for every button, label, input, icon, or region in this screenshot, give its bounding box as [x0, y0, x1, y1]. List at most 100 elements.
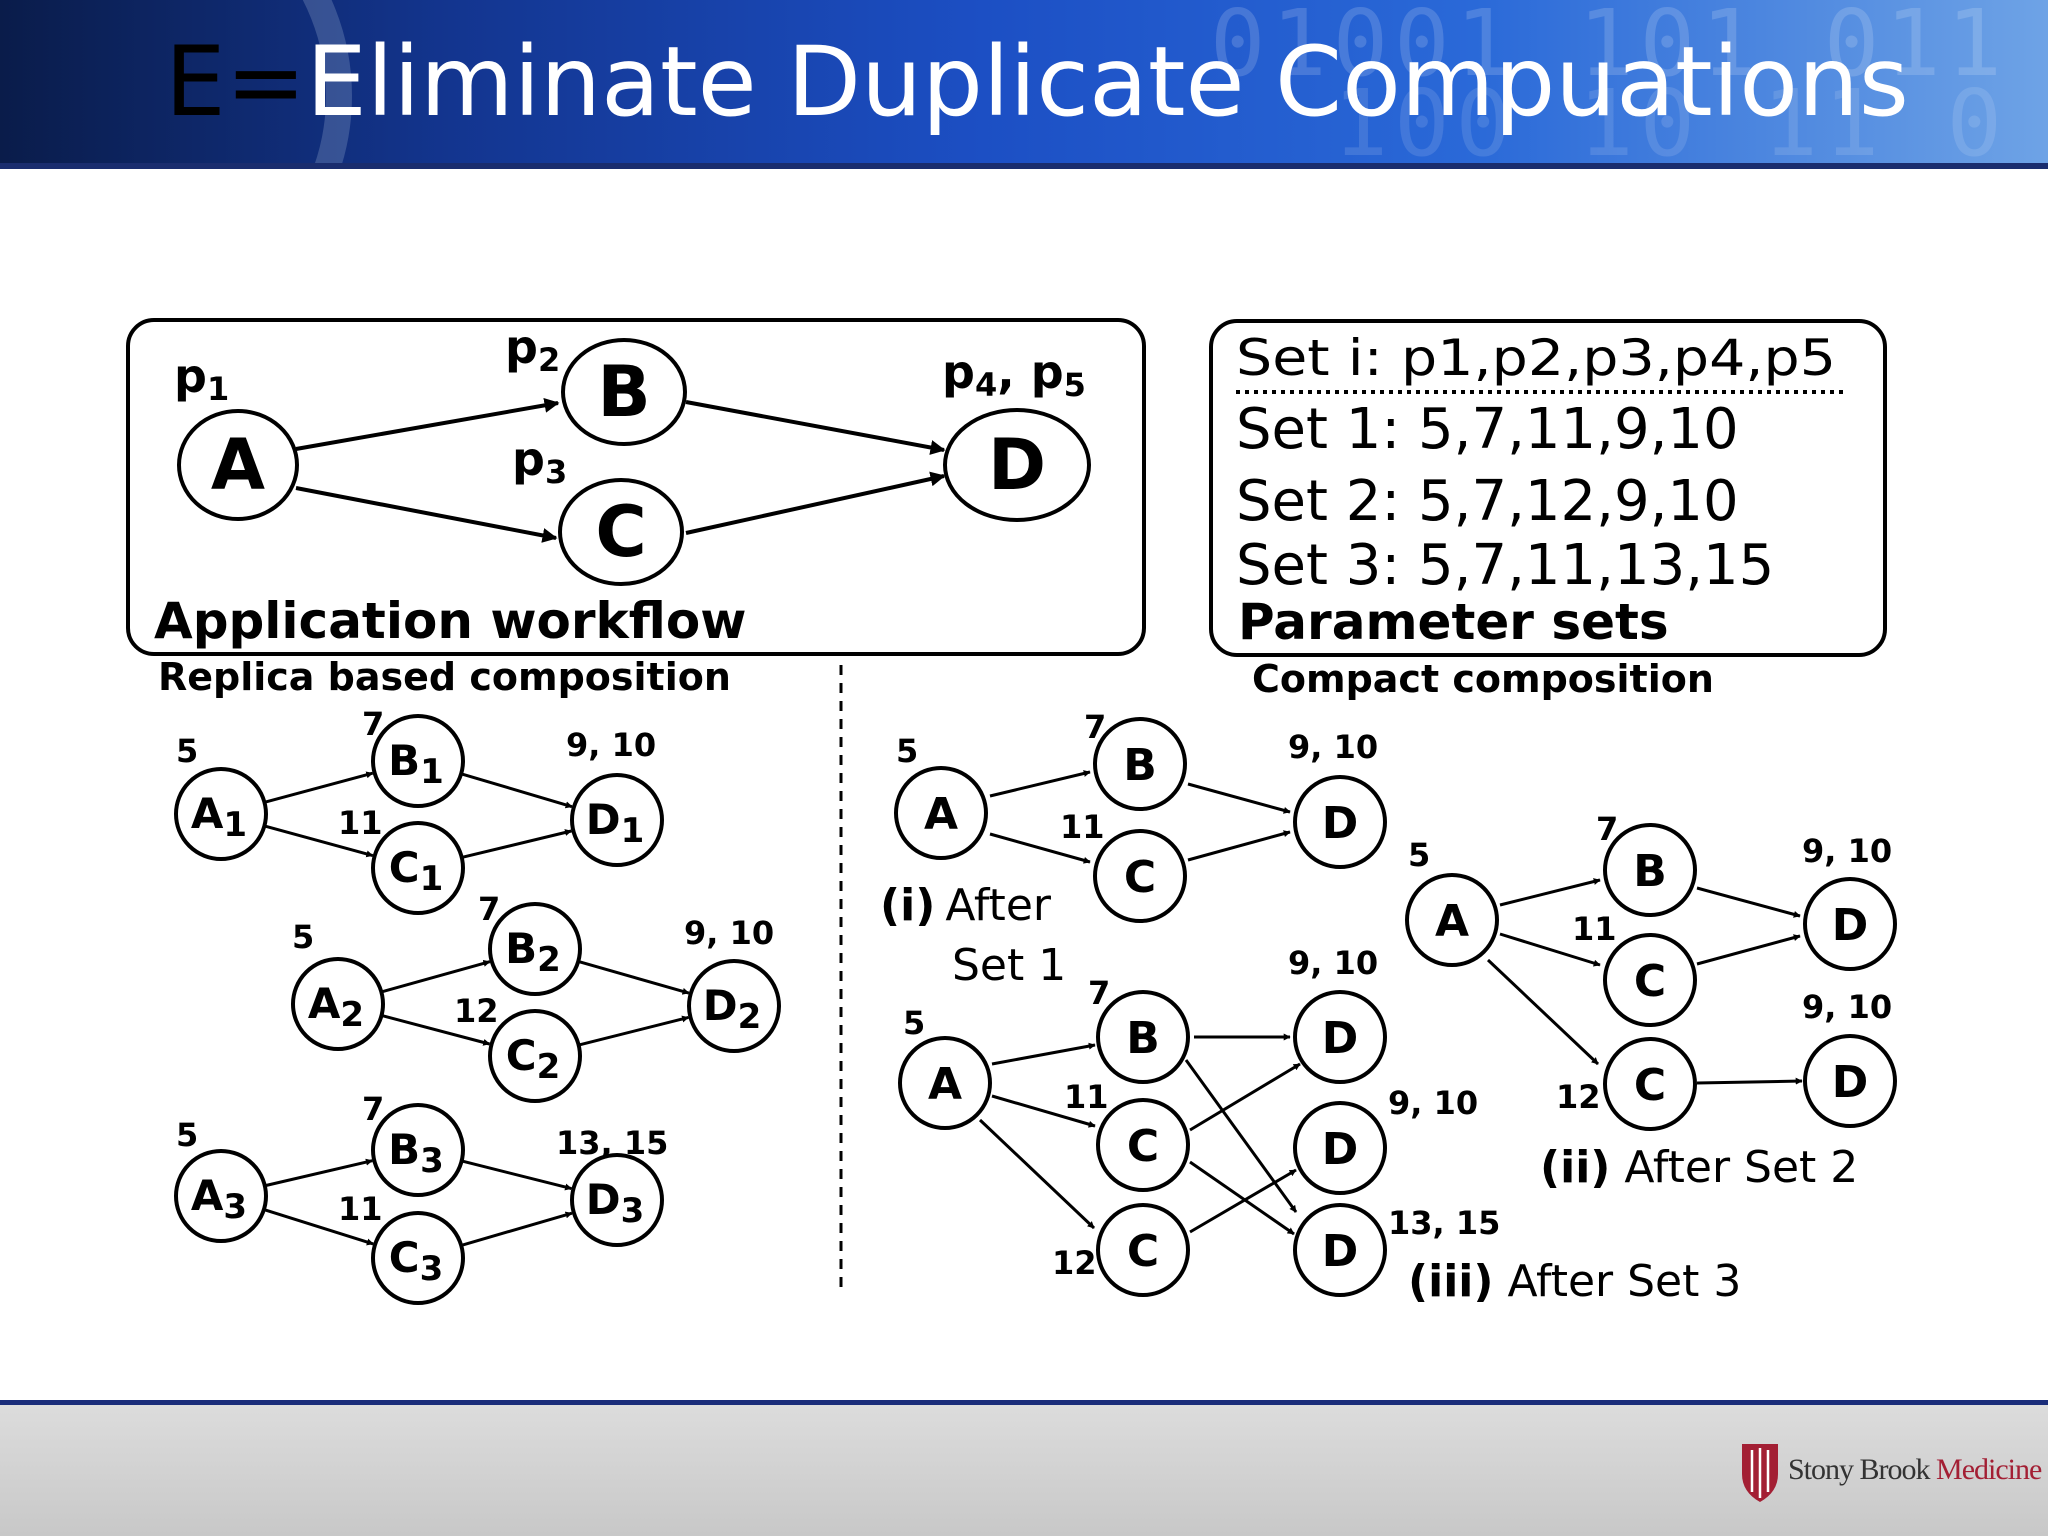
application-workflow-panel: A B C D p1 p2 p3 p4, p5 Application work…: [126, 318, 1146, 656]
stony-brook-medicine-logo: Stony Brook Medicine: [1788, 1453, 2042, 1487]
node-c-label: C2: [506, 1031, 561, 1087]
node-a: [177, 409, 299, 521]
node-a: [1405, 873, 1499, 967]
node-a: [174, 767, 268, 861]
edge-a-c: [381, 1014, 491, 1046]
node-d1: [1803, 877, 1897, 971]
node-b-label: B2: [505, 924, 561, 980]
param-d2: 9, 10: [1802, 988, 1892, 1026]
compact-caption: Compact composition: [1252, 657, 1714, 701]
node-d2: [1293, 1101, 1387, 1195]
panel-iii-label: (iii)After Set 3: [1408, 1256, 1741, 1307]
node-c1-label: C: [1634, 956, 1666, 1007]
edge-c-d: [461, 829, 572, 859]
node-b: [371, 714, 465, 808]
param-b-label: p2: [505, 320, 560, 379]
node-c: [371, 821, 465, 915]
edge-c1-d3: [1189, 1160, 1295, 1236]
slide-title: E=Eliminate Duplicate Compuations: [165, 22, 1909, 142]
node-a-label: A: [1435, 896, 1469, 947]
node-d: [570, 1153, 664, 1247]
param-a: 5: [1408, 836, 1430, 874]
parameter-set-3: Set 3: 5,7,11,13,15: [1236, 533, 1774, 598]
node-c1: [1603, 933, 1697, 1027]
node-d3: [1293, 1203, 1387, 1297]
node-d: [1293, 775, 1387, 869]
edge-a-b: [264, 1158, 373, 1188]
edge-a-c1: [1499, 932, 1601, 967]
param-b: 7: [1088, 974, 1110, 1012]
node-c: [488, 1009, 582, 1103]
node-a-label: A: [211, 424, 265, 506]
param-a: 5: [176, 1116, 198, 1154]
node-d1-label: D: [1322, 1013, 1359, 1064]
node-c-label: C1: [389, 843, 444, 899]
edge-a-c: [989, 832, 1091, 864]
logo-text-part2: Medicine: [1936, 1453, 2042, 1486]
edge-c-d: [578, 1015, 690, 1047]
edge-b-d: [685, 400, 946, 455]
param-d-label: p4, p5: [942, 345, 1086, 404]
panel-i-label: (i)After: [880, 880, 1052, 931]
param-b: 7: [362, 1090, 384, 1128]
node-c1: [1096, 1098, 1190, 1192]
compact-panel-iii: A B C C D D D 5 7 11 12 9, 10 9, 10 13, …: [898, 944, 1741, 1307]
edge-a-b: [380, 959, 491, 994]
param-a: 5: [903, 1004, 925, 1042]
slide-title-prefix: E=: [165, 26, 307, 138]
edge-a-c1: [991, 1094, 1096, 1128]
param-c: 11: [338, 1190, 383, 1228]
edge-c2-d2: [1189, 1168, 1297, 1234]
edge-c1-d1: [1189, 1062, 1301, 1132]
slide-footer: [0, 1405, 2048, 1536]
header-binary-decoration: 01001 101 011: [1209, 0, 2008, 97]
node-c2-label: C: [1634, 1060, 1666, 1111]
param-c-label: p3: [512, 432, 567, 491]
node-a-label: A: [924, 789, 958, 840]
edge-a-c: [264, 824, 374, 858]
stony-brook-shield-icon: [1742, 1444, 1778, 1502]
node-d: [687, 959, 781, 1053]
node-a-label: A1: [191, 789, 247, 845]
node-c: [1093, 829, 1187, 923]
param-c1: 11: [1572, 910, 1617, 948]
header-divider: [0, 163, 2048, 169]
edge-b-d: [461, 1159, 573, 1191]
parameter-set-2: Set 2: 5,7,12,9,10: [1236, 469, 1739, 534]
node-a: [291, 957, 385, 1051]
node-d-label: D1: [586, 795, 645, 851]
node-b-label: B3: [388, 1125, 444, 1181]
edge-a-b: [1499, 878, 1601, 907]
edge-a-b: [991, 1042, 1096, 1066]
node-d2-label: D: [1832, 1057, 1869, 1108]
node-d: [943, 408, 1091, 522]
node-d1: [1293, 990, 1387, 1084]
node-b: [1096, 990, 1190, 1084]
param-d: 13, 15: [556, 1124, 668, 1162]
node-b: [561, 338, 687, 446]
param-c: 11: [338, 804, 383, 842]
node-b: [1093, 717, 1187, 811]
edge-c-d: [1187, 830, 1291, 862]
header-binary-decoration-2: 100 10 11 0: [1332, 70, 2008, 166]
param-a-label: p1: [174, 349, 229, 408]
node-c1-label: C: [1127, 1121, 1159, 1172]
node-d-label: D: [988, 424, 1046, 506]
workflow-caption: Application workflow: [154, 592, 746, 650]
node-a-label: A2: [308, 979, 364, 1035]
param-d: 9, 10: [684, 914, 774, 952]
node-a: [898, 1036, 992, 1130]
edge-a-c: [295, 486, 558, 543]
node-c: [371, 1211, 465, 1305]
node-c2-label: C: [1127, 1226, 1159, 1277]
panel-i-label-line2: Set 1: [952, 940, 1066, 991]
node-b: [1603, 823, 1697, 917]
node-d2-label: D: [1322, 1124, 1359, 1175]
param-a: 5: [292, 918, 314, 956]
compact-panel-ii: A B C C D D 5 7 11 12 9, 10 9, 10 (ii)Af…: [1405, 810, 1897, 1193]
node-b: [371, 1103, 465, 1197]
footer-divider: [0, 1400, 2048, 1405]
